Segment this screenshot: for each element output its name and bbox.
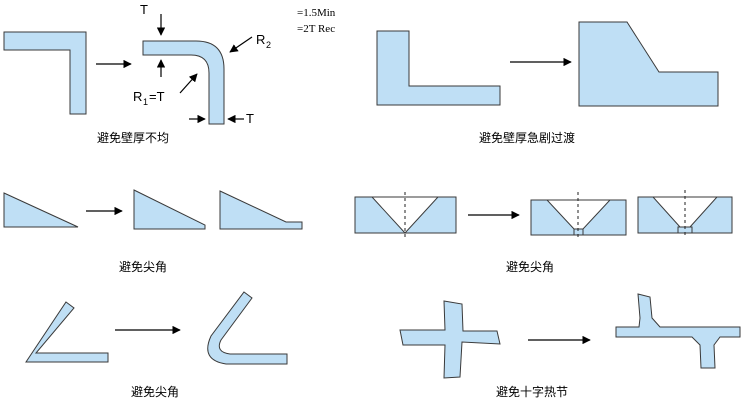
r2-label: R <box>256 32 265 47</box>
caption-abrupt-transition: 避免壁厚急剧过渡 <box>479 130 575 145</box>
sharp-v-notch <box>370 196 440 234</box>
r2-subscript: 2 <box>266 40 271 50</box>
rounded-v-shape <box>207 291 288 365</box>
r1-suffix: =T <box>149 89 165 104</box>
t-right-label: T <box>246 111 254 126</box>
stepped-wedge-shape <box>219 190 303 230</box>
cross-junction-shape <box>399 300 501 379</box>
note-min: =1.5Min <box>297 7 336 19</box>
chamfered-block-shape <box>578 21 719 107</box>
caption-sharp-corner-1: 避免尖角 <box>119 259 167 274</box>
r1-subscript: 1 <box>143 97 148 107</box>
offset-junction-shape <box>615 293 741 369</box>
sharp-wedge-shape <box>3 192 79 228</box>
r1-arrow <box>179 73 198 94</box>
caption-cross-hotspot: 避免十字热节 <box>496 384 568 399</box>
caption-sharp-corner-2: 避免尖角 <box>506 259 554 274</box>
r2-arrow <box>229 36 253 53</box>
r1-label: R <box>133 89 142 104</box>
caption-uneven-wall: 避免壁厚不均 <box>97 130 169 145</box>
t-top-label: T <box>140 2 148 17</box>
note-rec: =2T Rec <box>297 23 335 35</box>
sharp-v-shape <box>25 301 109 363</box>
l-block-shape <box>376 30 501 106</box>
uneven-corner-shape <box>3 31 87 115</box>
caption-sharp-corner-3: 避免尖角 <box>131 384 179 399</box>
blunt-wedge-shape-1 <box>133 189 206 230</box>
rounded-corner-shape <box>142 40 225 125</box>
